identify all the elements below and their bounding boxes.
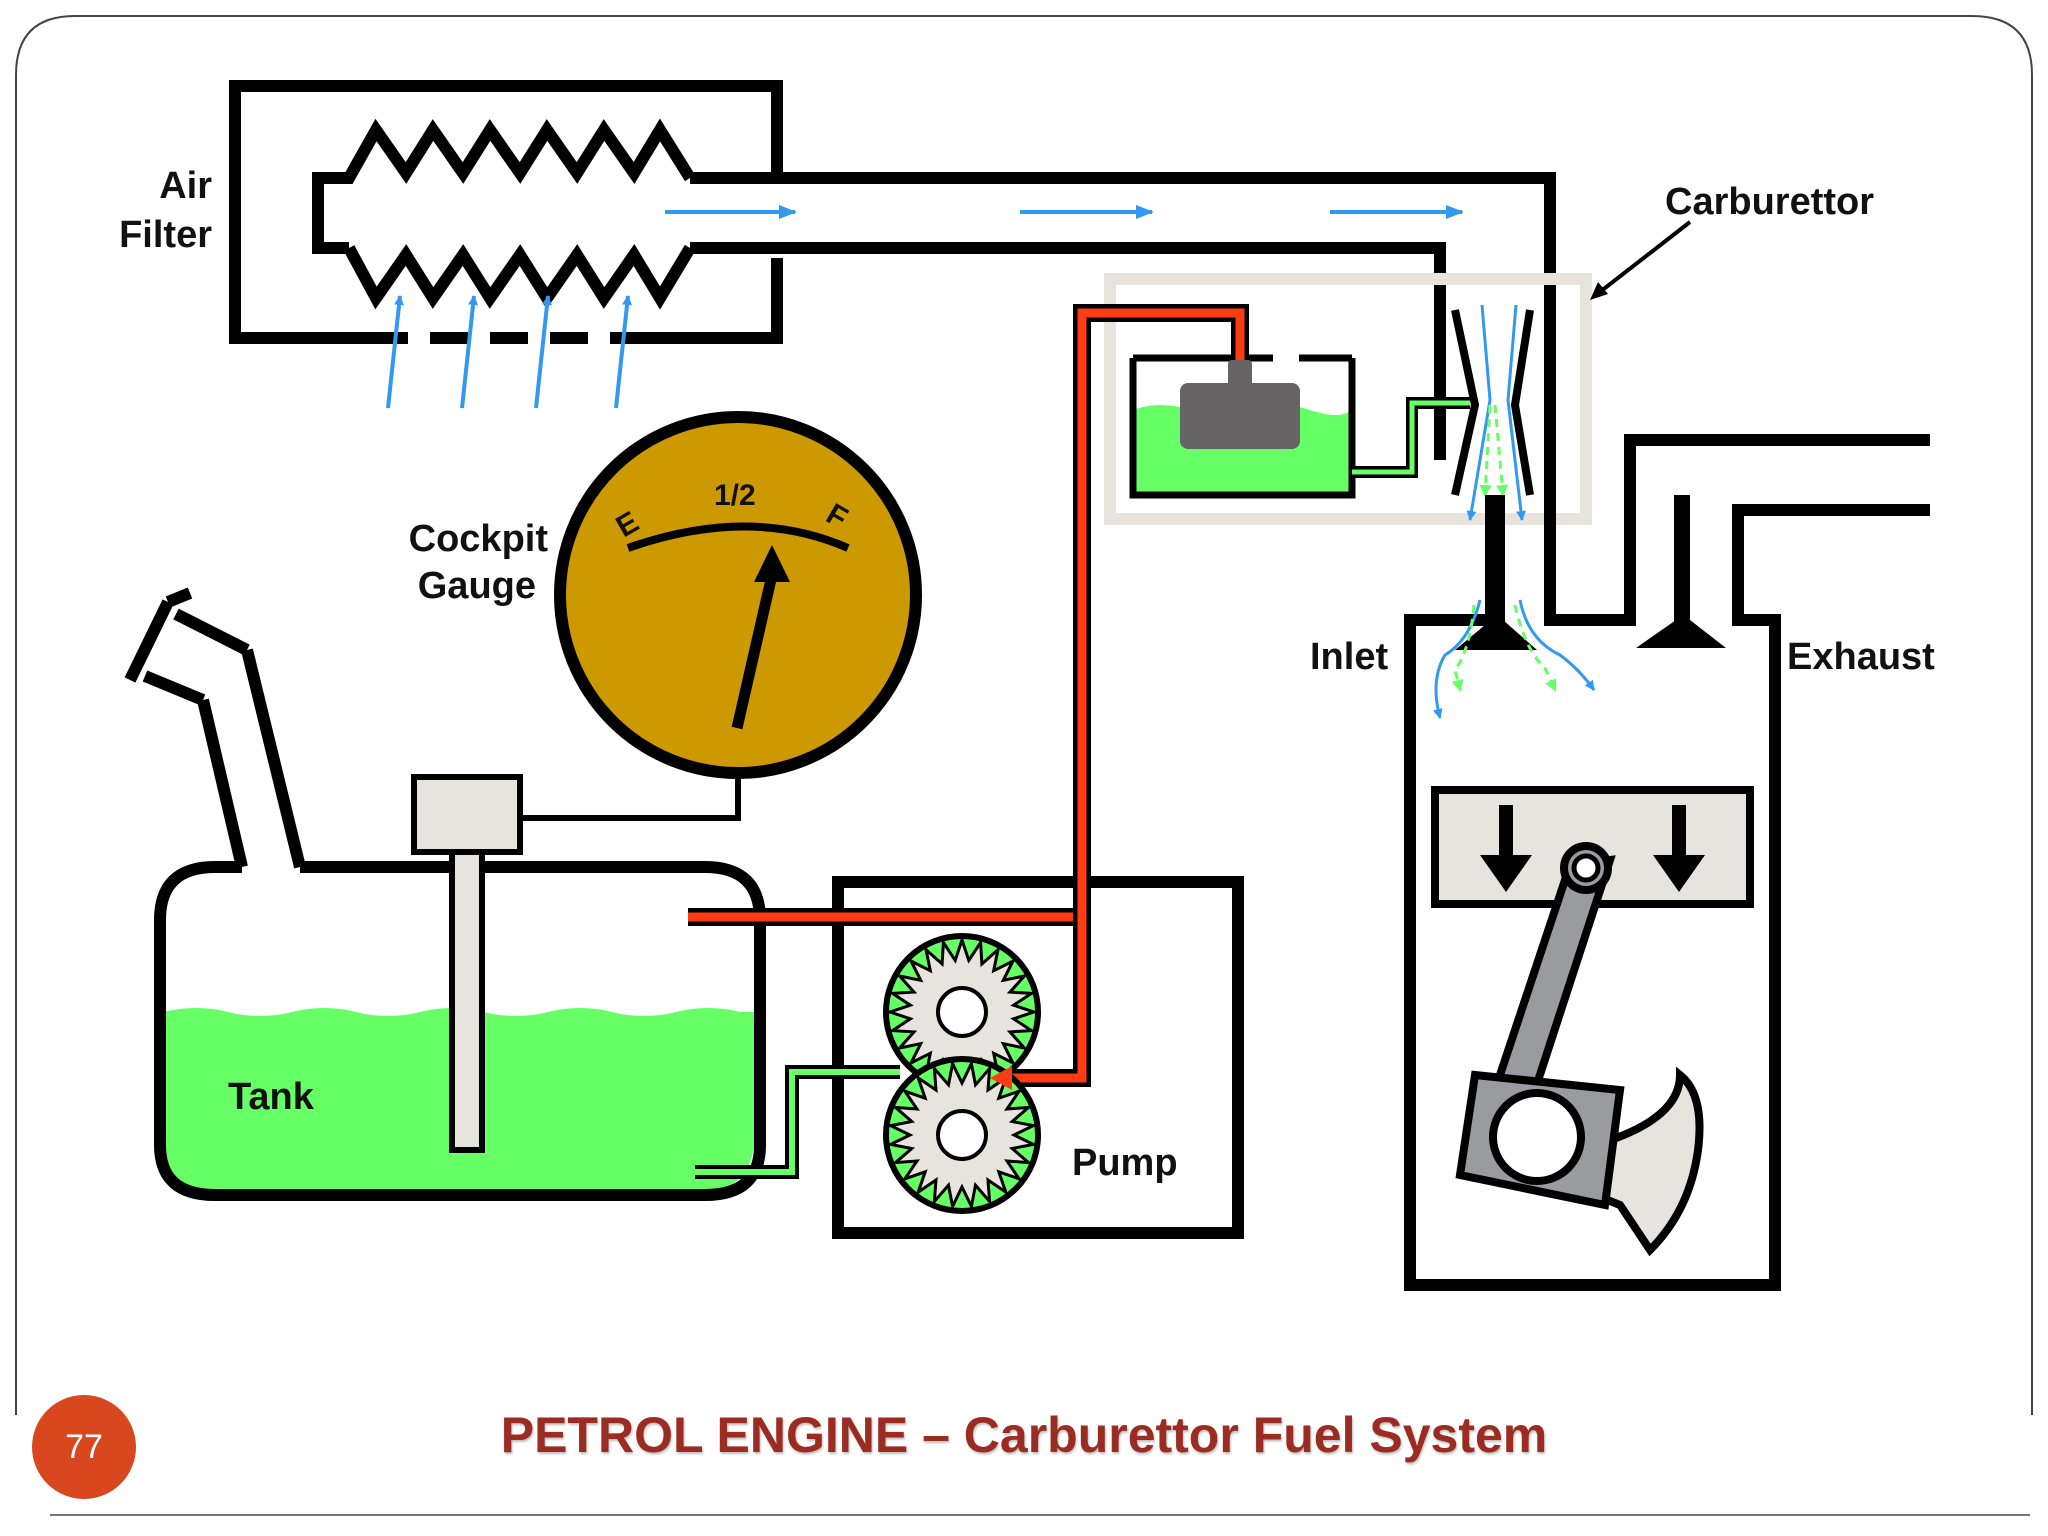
mixture-flow-right-air (1518, 599, 1596, 691)
air-filter-label-line1: Air (159, 165, 212, 207)
air-filter-label-line2: Filter (119, 214, 212, 256)
gauge-needle-arrowhead (754, 545, 790, 582)
exhaust-label: Exhaust (1787, 636, 1935, 678)
gauge-needle (731, 573, 778, 730)
air-duct-inner-wall (690, 242, 1446, 460)
air-filter (229, 80, 783, 409)
fuel-level-sender-rod (449, 849, 485, 1153)
pump-label: Pump (1072, 1142, 1178, 1184)
cockpit-gauge: E 1/2 F (520, 411, 922, 821)
air-intake-arrow-3 (534, 295, 553, 409)
air-intake-arrow-4 (614, 295, 633, 409)
inlet-label: Inlet (1310, 636, 1388, 678)
air-filter-housing (229, 80, 783, 344)
pump-housing (832, 876, 1244, 1239)
venturi-airflow-left (1466, 304, 1492, 521)
mixture-flow-right-fuel (1513, 604, 1557, 692)
pump-gear-bottom-hub (936, 1109, 988, 1161)
tank-label: Tank (228, 1076, 315, 1118)
float-needle-valve (1228, 360, 1252, 388)
tank-filler-neck-left (197, 698, 248, 869)
fuel-pressure-line-fill (1000, 820, 1087, 1083)
piston-down-arrow-left (1480, 805, 1532, 892)
fuel-pump (688, 820, 1244, 1239)
crank-counterweight (1591, 1066, 1704, 1257)
venturi-right-wall (1510, 309, 1534, 496)
inlet-valve-stem (1489, 495, 1505, 625)
gauge-sender-wire (520, 773, 741, 821)
gauge-mark-half: 1/2 (714, 479, 756, 512)
carburettor-pointer-arrowhead (1590, 282, 1608, 300)
carburettor-label: Carburettor (1665, 181, 1874, 223)
float-chamber-wall (1129, 358, 1356, 499)
tank-filler-cap (124, 587, 250, 706)
fuel-level-sender-head (411, 774, 523, 855)
gauge-scale-arc (626, 522, 850, 552)
inlet-port-left-wall (1404, 495, 1930, 1291)
slide-title: PETROL ENGINE – Carburettor Fuel System (500, 1407, 1548, 1463)
piston-down-arrow-right (1653, 805, 1705, 892)
gudgeon-pin-hole (1571, 853, 1601, 883)
pump-gear-top-hub (936, 986, 988, 1038)
air-duct-outer-wall (690, 172, 1556, 460)
cockpit-gauge-label-line2: Gauge (418, 565, 536, 607)
fuel-line-to-float-chamber-fill (1077, 308, 1245, 1075)
fuel-suction-line-fill (695, 1069, 900, 1175)
inlet-port-right-wall (1544, 434, 1930, 626)
crank-pin (1489, 1089, 1585, 1185)
venturi-airflow-right (1506, 304, 1526, 521)
fuel-jet-line-fill (1352, 400, 1470, 475)
pump-outlet-arrowhead (990, 1066, 1012, 1090)
float (1180, 383, 1300, 449)
venturi-fuel-spray-1 (1479, 404, 1492, 497)
mixture-flow-left-fuel (1451, 604, 1476, 692)
carburettor-housing (1104, 273, 1592, 525)
venturi-left-wall (1451, 309, 1480, 496)
air-duct (665, 172, 1556, 460)
air-intake-arrow-2 (460, 295, 479, 409)
exhaust-valve-stem (1674, 495, 1690, 625)
air-filter-element-bottom (343, 243, 696, 310)
air-intake-arrow-1 (386, 295, 405, 409)
carburettor-pointer-arrow (1594, 220, 1692, 297)
engine-cylinder (1404, 434, 1930, 1291)
air-filter-element-top (312, 118, 696, 254)
page-number-badge: 77 (32, 1395, 136, 1499)
fuel-tank (124, 587, 766, 1201)
slide-frame (15, 15, 2033, 1415)
venturi-fuel-spray-2 (1493, 404, 1509, 497)
carburettor (1073, 273, 1592, 1075)
cockpit-gauge-label-line1: Cockpit (409, 518, 549, 560)
tank-body (154, 861, 766, 1201)
tank-filler-neck-right (241, 648, 306, 869)
